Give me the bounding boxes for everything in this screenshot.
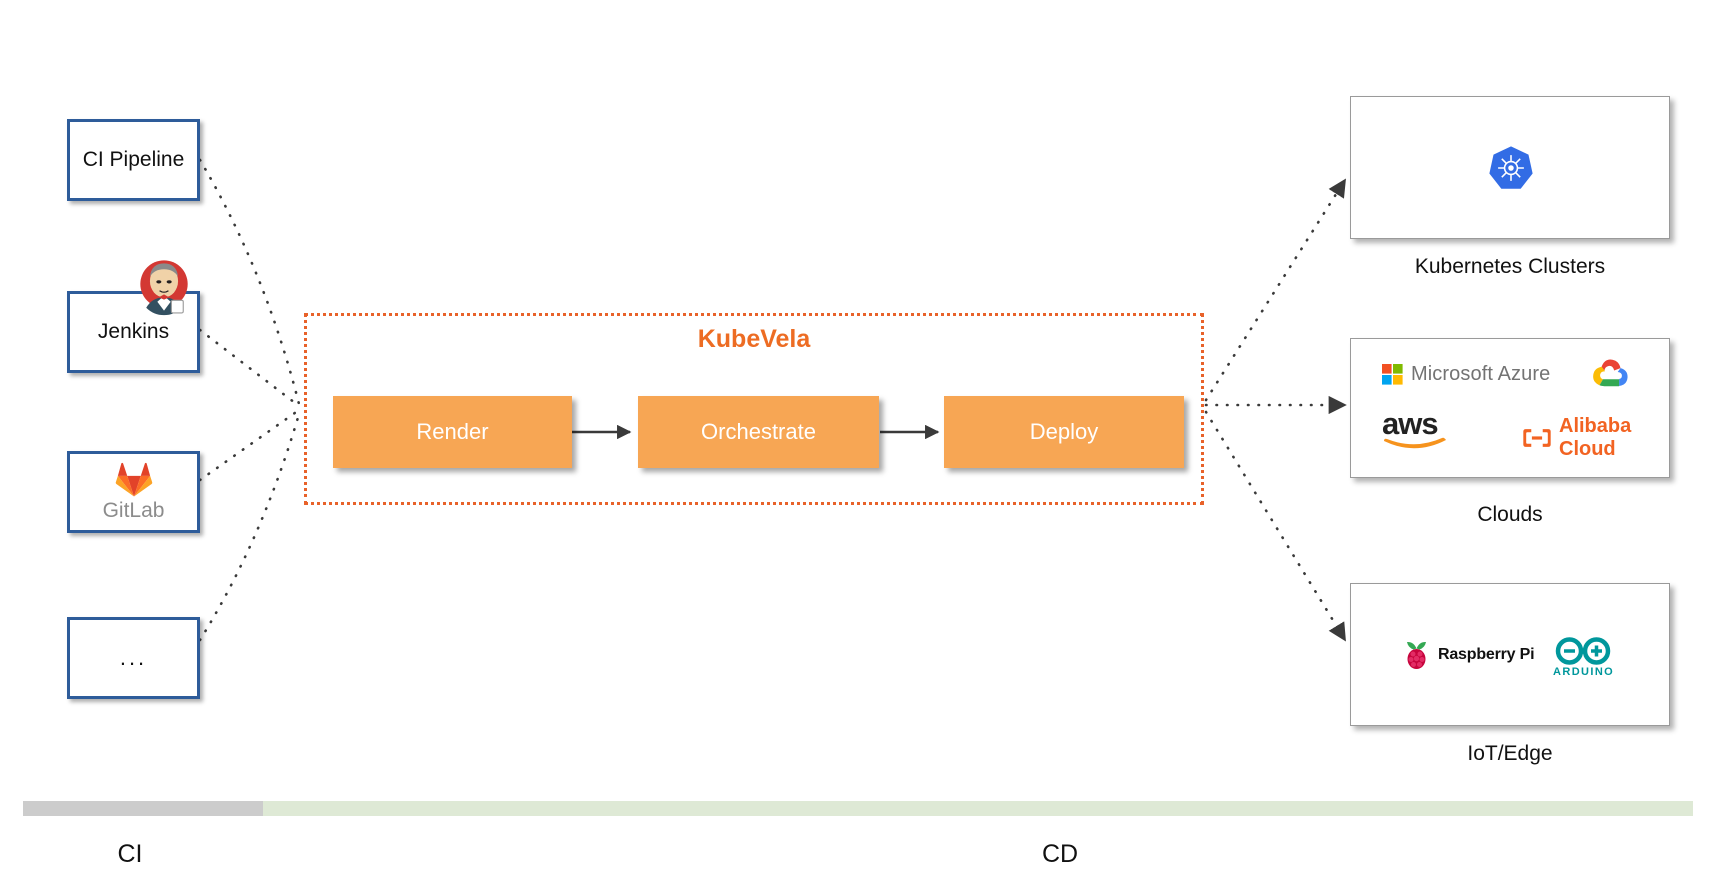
band-segment-cd — [263, 801, 1693, 816]
jenkins-butler-icon — [140, 260, 188, 316]
band-label-ci: CI — [117, 840, 143, 868]
band-segment-ci — [23, 801, 263, 816]
connector-kubevela-to-iot-edge — [1204, 410, 1347, 642]
connector-kubevela-to-kubernetes — [1204, 178, 1347, 402]
arduino-wordmark: ARDUINO — [1553, 666, 1615, 678]
connector-jenkins-to-kubevela — [198, 328, 301, 408]
gitlab-logo-group: GitLab — [102, 462, 165, 523]
kubernetes-helm-icon — [1489, 146, 1533, 189]
stage-box-orchestrate[interactable]: Orchestrate — [638, 396, 879, 468]
kubevela-container — [304, 313, 1204, 505]
kubevela-title: KubeVela — [697, 325, 811, 353]
target-caption-kubernetes-clusters: Kubernetes Clusters — [1414, 255, 1606, 278]
raspberry-pi-icon — [1407, 641, 1426, 669]
source-box-ci-pipeline[interactable]: CI Pipeline — [67, 119, 200, 201]
source-box-more[interactable]: ... — [67, 617, 200, 699]
source-label-ci-pipeline: CI Pipeline — [82, 148, 185, 172]
source-box-gitlab[interactable]: GitLab — [67, 451, 200, 533]
target-box-kubernetes-clusters[interactable] — [1350, 96, 1670, 239]
alibaba-cloud-wordmark: Alibaba Cloud — [1559, 415, 1632, 460]
stage-label-deploy: Deploy — [1029, 419, 1099, 444]
target-box-iot-edge[interactable]: Raspberry Pi ARDUINO — [1350, 583, 1670, 726]
stage-box-render[interactable]: Render — [333, 396, 572, 468]
logo-aws: aws — [1382, 406, 1448, 453]
logo-microsoft-azure: Microsoft Azure — [1382, 363, 1550, 386]
arduino-icon — [1555, 637, 1611, 665]
band-label-cd: CD — [1041, 840, 1079, 868]
gitlab-wordmark: GitLab — [102, 498, 165, 522]
raspberry-pi-wordmark: Raspberry Pi — [1438, 646, 1535, 663]
target-box-clouds[interactable]: Microsoft Azure aws Alibaba Cloud — [1350, 338, 1670, 478]
target-caption-iot-edge: IoT/Edge — [1467, 742, 1553, 765]
stage-label-render: Render — [416, 419, 489, 444]
target-caption-clouds: Clouds — [1477, 503, 1543, 526]
aws-wordmark: aws — [1382, 406, 1439, 441]
microsoft-azure-icon — [1382, 364, 1403, 385]
logo-raspberry-pi: Raspberry Pi — [1403, 640, 1535, 670]
source-label-jenkins: Jenkins — [97, 320, 170, 344]
connector-more-to-kubevela — [198, 412, 301, 642]
gitlab-fox-icon — [115, 462, 152, 496]
connector-ci-pipeline-to-kubevela — [198, 158, 301, 406]
aws-smile-icon — [1384, 438, 1446, 449]
microsoft-azure-wordmark: Microsoft Azure — [1411, 363, 1551, 385]
alibaba-cloud-icon — [1523, 429, 1551, 447]
stage-box-deploy[interactable]: Deploy — [944, 396, 1184, 468]
connector-gitlab-to-kubevela — [198, 408, 301, 482]
logo-alibaba-cloud: Alibaba Cloud — [1523, 415, 1669, 461]
logo-arduino: ARDUINO — [1553, 636, 1614, 678]
google-cloud-icon — [1593, 359, 1628, 387]
stage-label-orchestrate: Orchestrate — [701, 419, 816, 444]
source-label-more: ... — [119, 644, 148, 670]
